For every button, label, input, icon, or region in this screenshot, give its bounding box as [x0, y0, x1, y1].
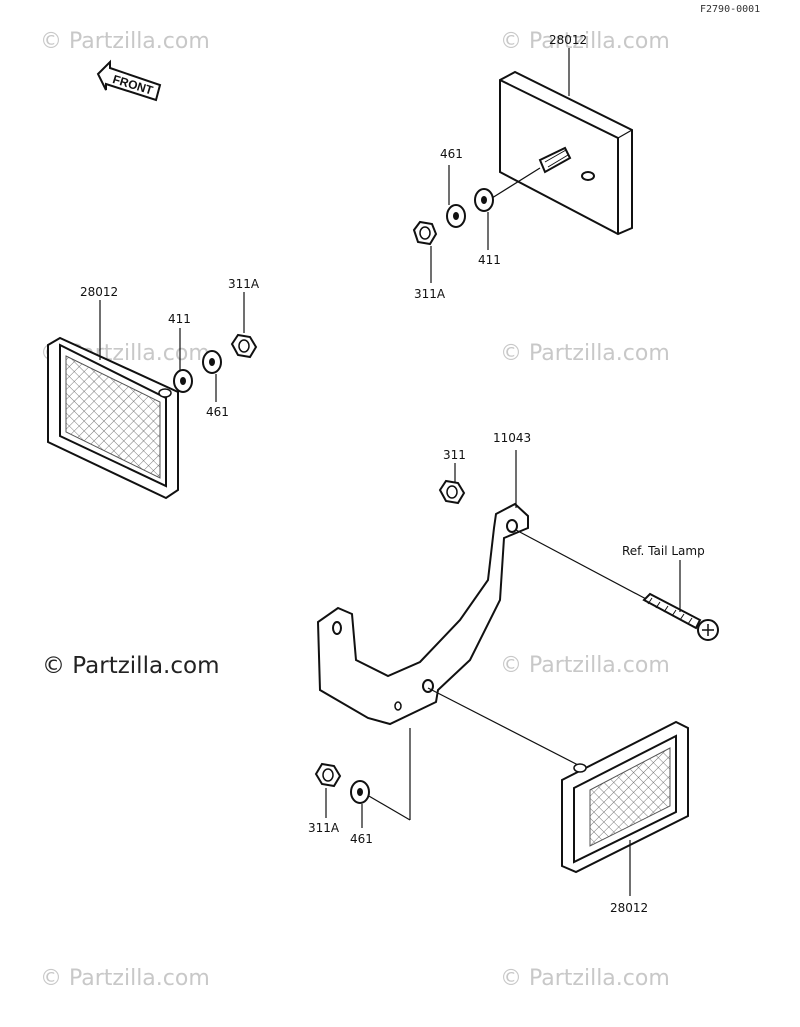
washer-461-left: [202, 350, 222, 374]
bracket-11043: [316, 502, 529, 726]
watermark-mid-right: © Partzilla.com: [500, 341, 670, 366]
front-arrow-icon: FRONT: [96, 59, 162, 102]
label-11043: 11043: [493, 431, 531, 445]
nut-311A-top: [412, 220, 438, 246]
label-reflector-top: 28012: [549, 33, 587, 47]
nut-311: [438, 479, 466, 505]
label-311: 311: [443, 448, 466, 462]
label-461-left: 461: [206, 405, 229, 419]
washer-411-top: [474, 188, 494, 212]
label-461-top: 461: [440, 147, 463, 161]
label-311A-top: 311A: [414, 287, 446, 301]
watermark-bottom-left: © Partzilla.com: [40, 966, 210, 991]
label-311A-left: 311A: [228, 277, 260, 291]
watermark-top-right: © Partzilla.com: [500, 29, 670, 54]
washer-461-bottom: [350, 780, 370, 804]
label-reflector-bottom: 28012: [610, 901, 648, 915]
watermark-main: © Partzilla.com: [42, 653, 220, 679]
washer-461-top: [446, 204, 466, 228]
watermark-top-left: © Partzilla.com: [40, 29, 210, 54]
label-ref-tail-lamp: Ref. Tail Lamp: [622, 544, 705, 558]
label-411-left: 411: [168, 312, 191, 326]
reflector-top: [499, 70, 633, 236]
nut-311A-bottom: [314, 762, 342, 788]
washer-411-left: [173, 369, 193, 393]
watermark-lower-right: © Partzilla.com: [500, 653, 670, 678]
watermark-bottom-right: © Partzilla.com: [500, 966, 670, 991]
reflector-bottom: [561, 720, 689, 874]
tail-lamp-bolt: [642, 592, 719, 641]
label-461-bottom: 461: [350, 832, 373, 846]
nut-311A-left: [230, 333, 258, 359]
label-311A-bottom: 311A: [308, 821, 340, 835]
label-reflector-left: 28012: [80, 285, 118, 299]
label-411-top: 411: [478, 253, 501, 267]
diagram-code: F2790-0001: [700, 4, 760, 15]
reflector-left: [47, 336, 179, 500]
